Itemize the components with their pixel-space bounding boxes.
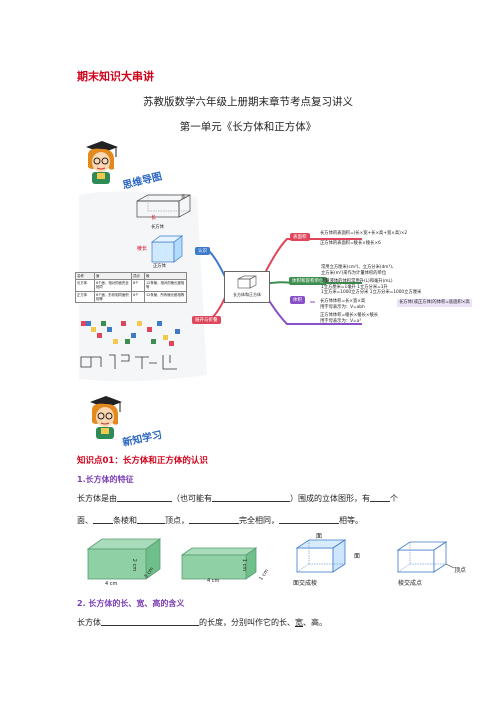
table-header-cell: 棱 bbox=[146, 274, 150, 278]
center-node: 长方体和正方体 bbox=[224, 271, 270, 303]
paragraph-line-1: 长方体是由 （也可能有 ）围成的立体图形，有 个 bbox=[77, 491, 398, 505]
text-segment: 完全相同， bbox=[239, 516, 279, 525]
text-segment: 相等。 bbox=[339, 516, 363, 525]
text-segment: 条棱和 bbox=[113, 516, 137, 525]
length-label: 长 bbox=[151, 215, 157, 221]
faces-edges-figure bbox=[295, 539, 347, 573]
center-cube-icon bbox=[237, 275, 257, 289]
note-volume-cuboid: 长方体体积=长×宽×高 bbox=[320, 299, 366, 304]
cuboid-figure-2 bbox=[180, 547, 258, 580]
dim-label-length: 4 cm bbox=[105, 581, 118, 587]
fill-blank[interactable] bbox=[101, 615, 199, 626]
subheading-dimensions: 2. 长方体的长、宽、高的含义 bbox=[77, 599, 185, 608]
table-header: 名称 面 顶点 棱 bbox=[76, 273, 186, 281]
table-row: 正方体 6个面，形状相同面积相等 8个 12条棱，所有棱长都相等 bbox=[76, 291, 186, 303]
note-volume-units-4: 1立方米=1000立方分米 1立方分米=1000立方厘米 bbox=[321, 290, 422, 295]
fill-blank[interactable] bbox=[212, 491, 290, 502]
node-surface-area: 表面积 bbox=[290, 233, 310, 241]
dim-label-height: 1 cm bbox=[241, 558, 248, 572]
note-volume-cube: 正方体体积=棱长×棱长×棱长 bbox=[320, 313, 379, 318]
node-volume-units: 体积和容积单位 bbox=[289, 277, 327, 285]
paragraph-line-3: 长方体 的长度，分别叫作它的长、宽、高。 bbox=[77, 615, 327, 629]
table-row: 长方体 6个面，相对的面完全相同 8个 12条棱，相对的棱长度相等 bbox=[76, 280, 186, 292]
center-label: 长方体和正方体 bbox=[233, 292, 261, 297]
text-segment: 的长度，分别叫作它的长、 bbox=[199, 618, 295, 627]
table-cell: 12条棱，所有棱长都相等 bbox=[146, 292, 185, 297]
table-header-cell: 名称 bbox=[76, 273, 95, 280]
cuboid-figure-1 bbox=[86, 538, 162, 580]
node-recognize: 认识 bbox=[195, 247, 210, 255]
cube-label: 正方体 bbox=[153, 264, 166, 269]
fill-blank[interactable] bbox=[279, 513, 339, 524]
text-segment: 个 bbox=[390, 494, 398, 503]
fill-blank[interactable] bbox=[117, 491, 172, 502]
node-unfold: 展开与折叠 bbox=[192, 316, 221, 324]
cuboid-sketch bbox=[136, 194, 191, 218]
table-cell: 6个面，形状相同面积相等 bbox=[95, 291, 132, 303]
text-segment: 长方体是由 bbox=[77, 494, 117, 503]
vertices-figure bbox=[396, 541, 455, 573]
table-cell: 8个 bbox=[132, 280, 145, 291]
note-volume-general: 长方体(或正方体)的体积=底面积×高 bbox=[397, 299, 472, 307]
underlined-word: 宽 bbox=[295, 618, 303, 627]
mindmap-badge: 思维导图 bbox=[121, 171, 164, 192]
note-surface-area-cube: 正方体的表面积=棱长×棱长×6 bbox=[320, 241, 381, 246]
dim-label-height: 2 cm bbox=[131, 558, 138, 572]
note-surface-area-cuboid: 长方体的表面积=(长×宽+长×高+宽×高)×2 bbox=[320, 231, 408, 236]
cube-sketch bbox=[151, 235, 183, 263]
faces-meet-edge-label: 面交成棱 bbox=[293, 580, 318, 587]
note-volume-cuboid-formula: 用字母表示为：V=abh bbox=[320, 305, 365, 310]
banner-title: 期末知识大串讲 bbox=[77, 70, 154, 83]
note-volume-units-3: 计量液体的体积常用升(L)和毫升(mL) bbox=[321, 279, 393, 284]
text-segment: 面、 bbox=[77, 516, 93, 525]
table-header-cell: 顶点 bbox=[132, 273, 145, 280]
note-volume-units-2: 立方米(m³)来作为计量体积的单位 bbox=[321, 271, 387, 276]
table-cell: 正方体 bbox=[76, 291, 95, 303]
teacher-icon bbox=[90, 396, 122, 439]
unfolded-nets-illustration bbox=[80, 321, 180, 370]
edges-meet-vertex-label: 棱交成点 bbox=[398, 580, 423, 587]
text-segment: ）围成的立体图形，有 bbox=[290, 494, 370, 503]
face-label-top: 面 bbox=[316, 533, 323, 540]
node-volume: 体积 bbox=[290, 296, 305, 304]
document-title: 苏教版数学六年级上册期末章节考点复习讲义 bbox=[143, 96, 353, 108]
teacher-icon bbox=[86, 141, 118, 184]
table-cell: 6个面，相对的面完全相同 bbox=[95, 280, 132, 291]
text-segment: 顶点， bbox=[165, 516, 189, 525]
note-volume-cube-formula: 用字母表示为：V=a³ bbox=[320, 319, 361, 324]
comparison-table: 名称 面 顶点 棱 长方体 6个面，相对的面完全相同 8个 12条棱，相对的棱长… bbox=[75, 272, 187, 304]
mindmap: 长 宽 长方体 棱长 正方体 名称 面 顶点 棱 长方体 6个面，相对的面完全相… bbox=[75, 189, 488, 387]
new-knowledge-badge: 新知学习 bbox=[121, 429, 164, 449]
table-cell: 长方体 bbox=[76, 280, 95, 291]
subheading-cuboid-features: 1.长方体的特征 bbox=[77, 475, 134, 484]
fill-blank[interactable] bbox=[93, 513, 113, 524]
table-cell: 12条棱，相对的棱长度相等 bbox=[146, 281, 185, 290]
unit-title: 第一单元《长方体和正方体》 bbox=[179, 121, 317, 133]
vertex-label: 顶点 bbox=[454, 567, 467, 574]
paragraph-line-2: 面、 条棱和 顶点， 完全相同， 相等。 bbox=[77, 513, 363, 527]
knowledge-point-title: 知识点01：长方体和正方体的认识 bbox=[77, 456, 208, 466]
face-label-side: 面 bbox=[354, 553, 361, 560]
note-volume-units-5: 1立方厘米=1毫升 1立方分米=1升 bbox=[321, 285, 388, 290]
edge-label: 棱长 bbox=[137, 246, 148, 252]
table-header-cell: 面 bbox=[95, 273, 132, 280]
cuboid-label: 长方体 bbox=[151, 225, 164, 230]
text-segment: 、高。 bbox=[303, 618, 327, 627]
fill-blank[interactable] bbox=[189, 513, 239, 524]
text-segment: （也可能有 bbox=[172, 494, 212, 503]
table-cell: 8个 bbox=[132, 291, 145, 303]
fill-blank[interactable] bbox=[137, 513, 165, 524]
note-volume-units-1: 常用立方厘米(cm³)、立方分米(dm³)、 bbox=[321, 265, 397, 270]
fill-blank[interactable] bbox=[370, 491, 390, 502]
width-label: 宽 bbox=[181, 195, 186, 200]
dim-label-length: 4 cm bbox=[207, 578, 220, 584]
text-segment: 长方体 bbox=[77, 618, 101, 627]
